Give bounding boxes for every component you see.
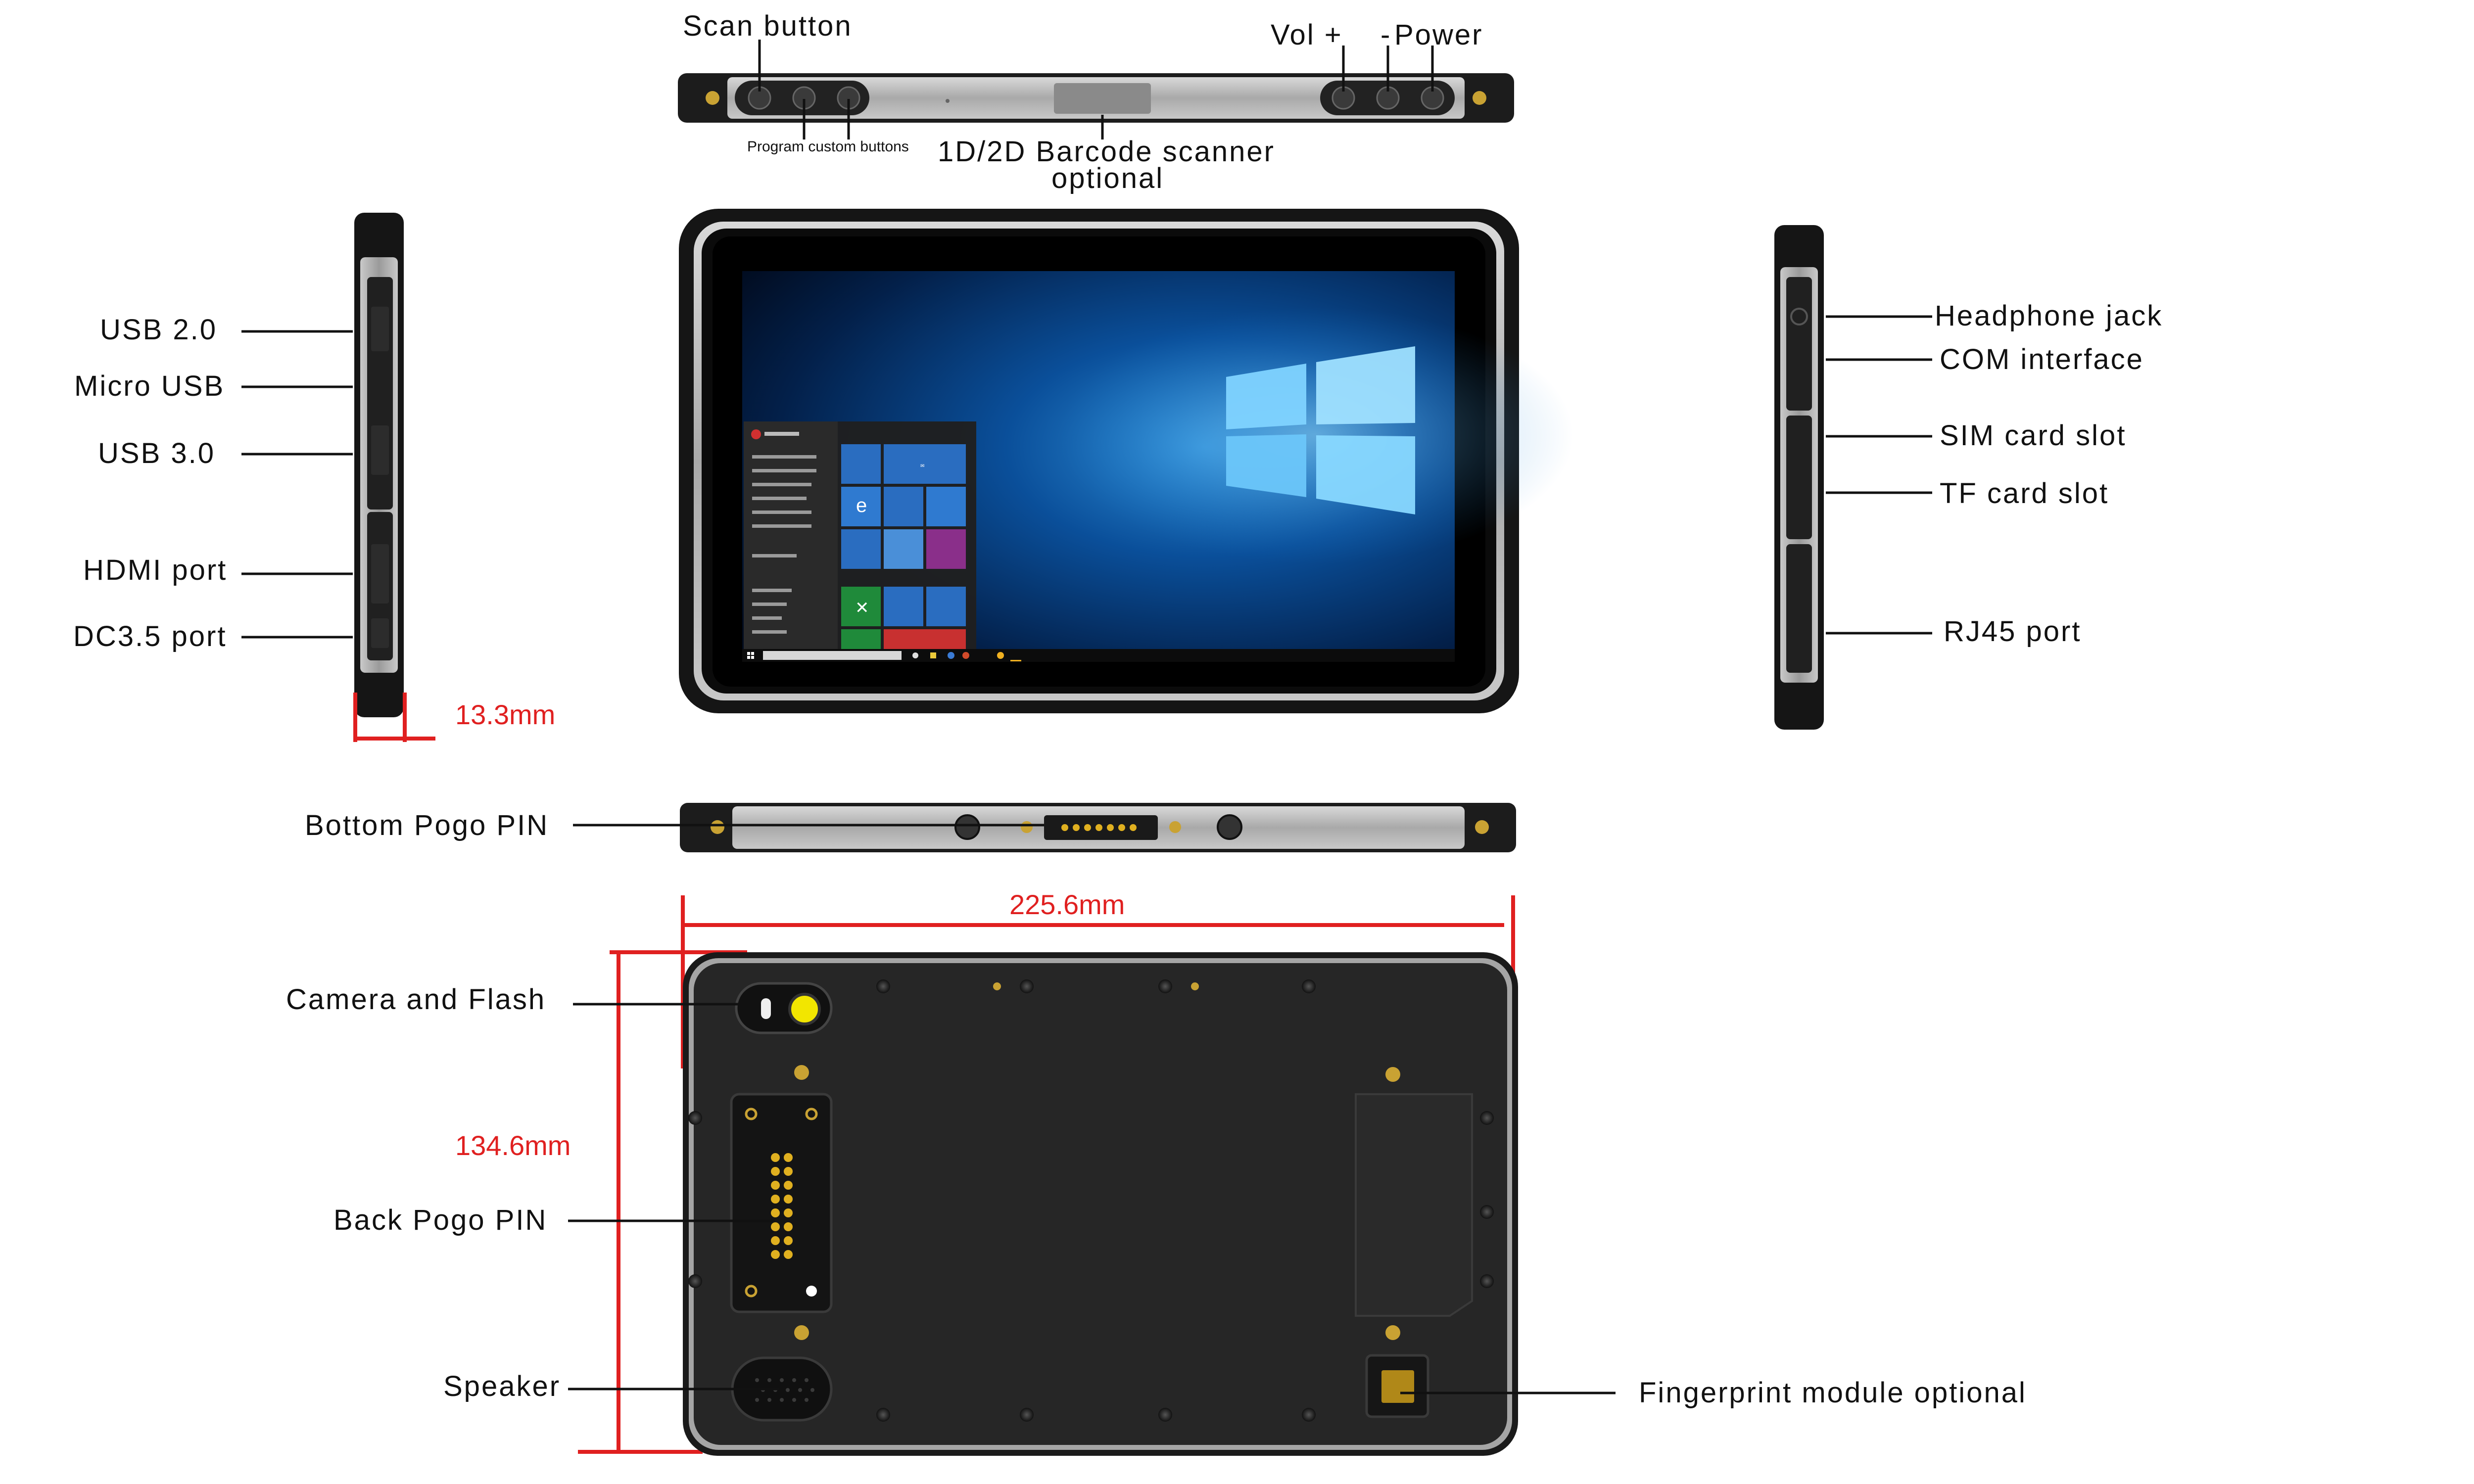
- dim-thickness: 13.3mm: [455, 699, 555, 730]
- label-back-pogo-pin: Back Pogo PIN: [333, 1204, 547, 1236]
- label-fingerprint-module: Fingerprint module optional: [1639, 1377, 2027, 1409]
- svg-text:✕: ✕: [855, 599, 869, 617]
- label-scan-button: Scan button: [683, 10, 853, 42]
- bottom-view: [680, 803, 1516, 852]
- svg-text:✉: ✉: [920, 464, 924, 469]
- camera-lens-icon: [788, 993, 821, 1025]
- label-barcode-optional: optional: [1051, 162, 1164, 194]
- label-headphone-jack: Headphone jack: [1935, 300, 2163, 332]
- label-tf-card-slot: TF card slot: [1940, 477, 2109, 510]
- back-view: [683, 952, 1518, 1456]
- label-vol-plus: Vol +: [1271, 19, 1343, 51]
- right-side-view: [1774, 225, 1824, 730]
- label-barcode-scanner: 1D/2D Barcode scanner: [938, 136, 1275, 168]
- top-view: [678, 73, 1514, 123]
- label-hdmi-port: HDMI port: [83, 554, 227, 586]
- back-pogo-pin-module: [730, 1093, 833, 1313]
- label-program-custom-buttons: Program custom buttons: [747, 139, 909, 155]
- label-bottom-pogo-pin: Bottom Pogo PIN: [305, 809, 549, 841]
- start-menu: ✉ e ✕: [744, 421, 976, 654]
- label-usb20: USB 2.0: [100, 314, 217, 346]
- label-camera-and-flash: Camera and Flash: [286, 983, 546, 1016]
- dim-width: 225.6mm: [1009, 889, 1125, 920]
- label-com-interface: COM interface: [1940, 343, 2144, 375]
- flash-icon: [761, 998, 771, 1019]
- label-rj45-port: RJ45 port: [1944, 615, 2081, 648]
- label-dc35-port: DC3.5 port: [73, 620, 227, 652]
- taskbar-search: [763, 651, 902, 660]
- label-usb30: USB 3.0: [98, 437, 215, 469]
- svg-text:e: e: [856, 495, 867, 516]
- windows-start-icon: [747, 652, 754, 659]
- label-micro-usb: Micro USB: [74, 370, 225, 402]
- battery-cover: [1355, 1093, 1473, 1317]
- fingerprint-sensor-icon: [1381, 1370, 1414, 1403]
- label-power: Power: [1394, 19, 1483, 51]
- label-speaker: Speaker: [443, 1370, 561, 1402]
- label-sim-card-slot: SIM card slot: [1940, 419, 2126, 452]
- barcode-window: [1054, 83, 1151, 114]
- left-side-view: [354, 213, 404, 717]
- front-view: ✉ e ✕: [679, 209, 1573, 713]
- windows-logo-icon: [1226, 346, 1415, 514]
- dim-height: 134.6mm: [455, 1130, 571, 1161]
- label-minus: -: [1380, 19, 1391, 51]
